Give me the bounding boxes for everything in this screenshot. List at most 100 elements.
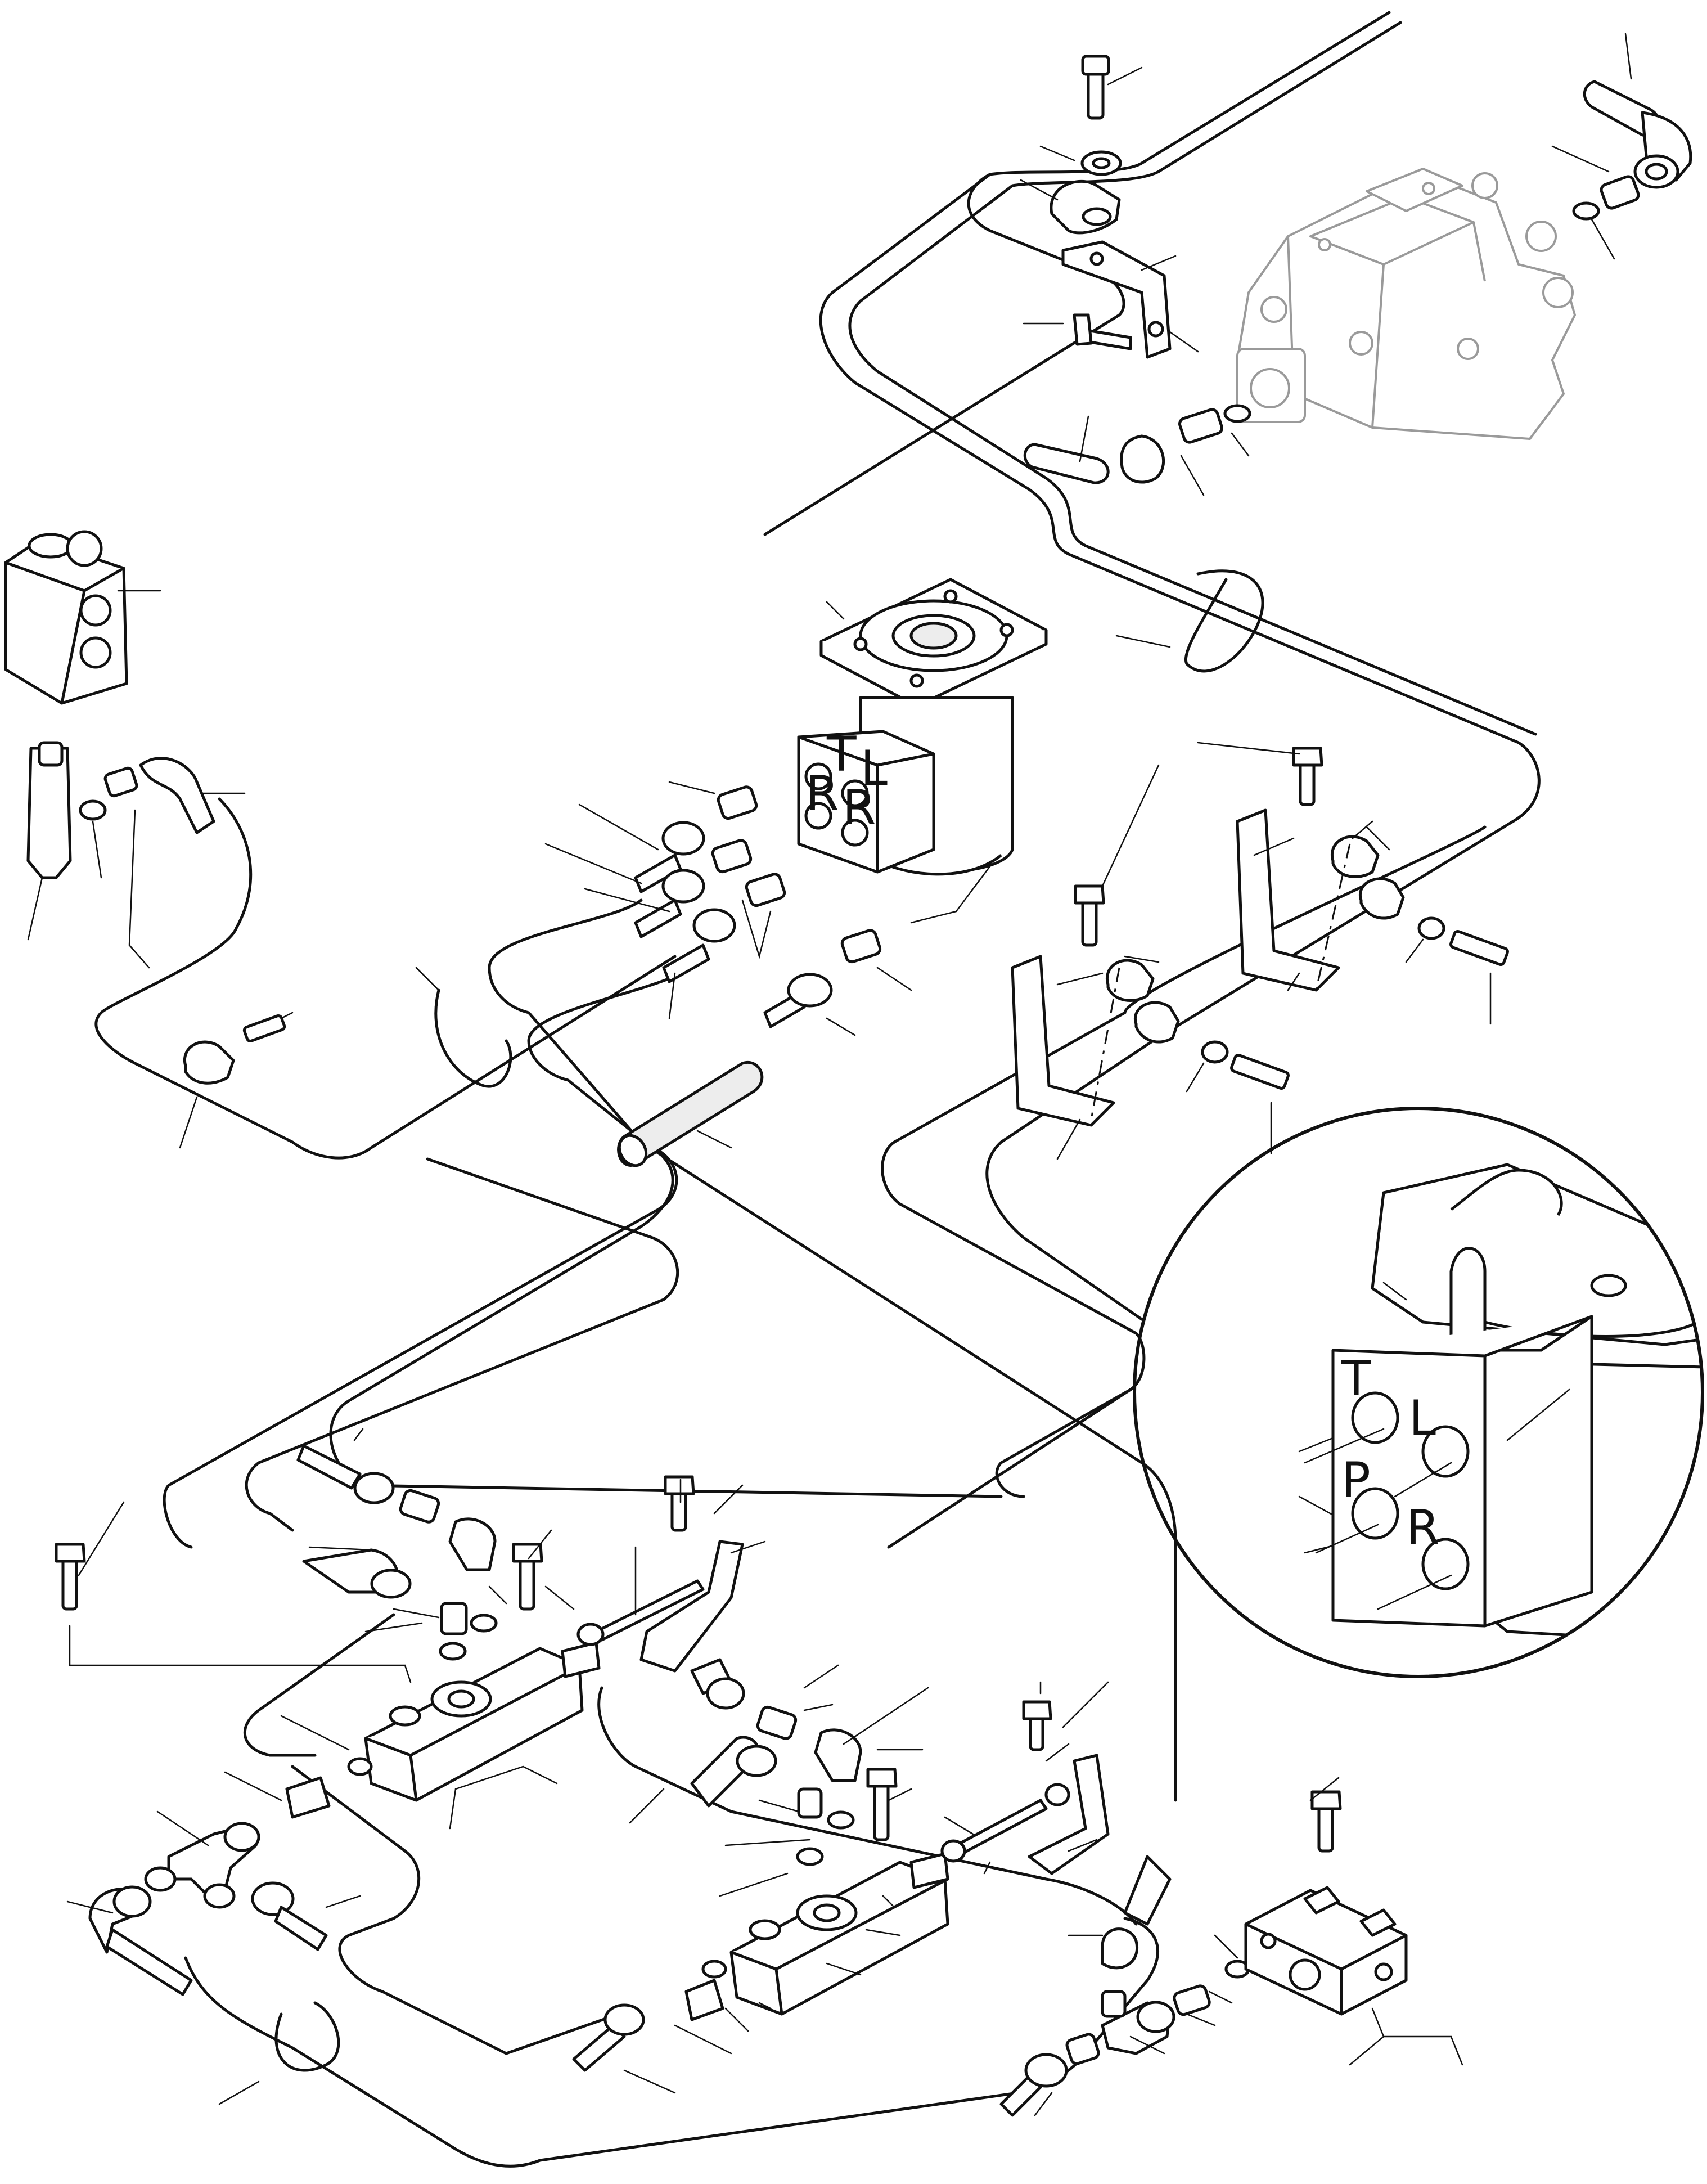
- pipe-clamp: [1105, 959, 1155, 1002]
- detail-port-T: [1351, 1391, 1399, 1444]
- pilot-block-port: [79, 594, 112, 627]
- hose-sleeve: [296, 1444, 362, 1490]
- hose-sleeve: [634, 898, 682, 938]
- lower-left-valve-group: [55, 1444, 744, 1819]
- control-valve-plug: [1471, 172, 1498, 199]
- line-lower-long: [184, 1956, 1087, 2168]
- detail-port-label-T: T: [1341, 1351, 1371, 1407]
- adapter-fitting: [840, 929, 882, 964]
- hex-bolt-head: [1073, 313, 1093, 346]
- angle-bracket: [1011, 955, 1115, 1127]
- hose-sleeve: [662, 943, 710, 983]
- control-valve-bolt-hole: [1422, 182, 1435, 195]
- line-central-c: [245, 1157, 679, 1532]
- lower-right-group: [999, 1790, 1408, 2117]
- split-ring-clip: [434, 988, 512, 1088]
- adapter-fitting: [1065, 2033, 1100, 2065]
- hose-sleeve: [999, 2074, 1042, 2117]
- top-mounting-parts: [1050, 55, 1172, 359]
- control-valve-bolt-hole: [1318, 238, 1331, 251]
- hose-nut: [692, 908, 736, 943]
- hose-nut: [706, 1677, 745, 1710]
- split-ring-clip: [1184, 569, 1264, 673]
- detail-port-label-R: R: [1406, 1500, 1440, 1556]
- lower-center-valve-group: [572, 1658, 1110, 2072]
- valve-block-fitting: [1303, 1886, 1340, 1915]
- valve-plunger: [561, 1641, 601, 1678]
- steering-port-label: R: [805, 766, 839, 822]
- split-ring-clip: [274, 2001, 340, 2072]
- cap-screw-head: [1081, 55, 1110, 76]
- steering-port: [804, 802, 832, 830]
- angle-bracket: [639, 1540, 744, 1673]
- hose-sleeve: [274, 1906, 328, 1951]
- lower-left-tee-group: [88, 1822, 328, 1996]
- hose-nut: [353, 1472, 395, 1504]
- line-central-a: [488, 898, 1177, 1802]
- o-ring: [347, 1757, 373, 1776]
- steering-port-label: L: [861, 740, 888, 797]
- detail-port-R: [1421, 1538, 1470, 1590]
- steering-port-block: [797, 730, 935, 874]
- hex-bolt-head: [1022, 1700, 1052, 1720]
- adapter-fitting: [684, 1979, 724, 2021]
- control-valve-plug: [1542, 277, 1574, 308]
- steering-unit: T L R R: [797, 578, 1048, 876]
- hose-nut: [1136, 2001, 1175, 2033]
- o-ring: [79, 799, 107, 821]
- steering-port: [841, 819, 869, 847]
- detail-port-block: [1331, 1315, 1593, 1628]
- long-bolt: [954, 1799, 1048, 1855]
- swivel-elbow: [814, 1728, 862, 1782]
- o-ring: [1223, 404, 1251, 423]
- control-valve-port: [1349, 331, 1373, 356]
- washer: [1417, 916, 1445, 940]
- hex-bolt-head: [55, 1543, 86, 1563]
- adapter-fitting: [1173, 1984, 1211, 2016]
- line-left-loop: [94, 797, 677, 1160]
- hex-bolt-head: [1074, 884, 1105, 905]
- angle-bracket: [1028, 1754, 1110, 1875]
- line-central-b: [329, 960, 1003, 1498]
- adapter-fitting: [440, 1602, 468, 1635]
- pilot-block-port: [79, 636, 112, 669]
- hex-bolt-head: [1310, 1790, 1342, 1810]
- valve-block-port: [1289, 1958, 1321, 1991]
- left-line-clamp: [183, 1014, 286, 1085]
- pilot-valve-block: [4, 530, 215, 879]
- pipe-clamp: [1330, 835, 1380, 878]
- spline-shaft: [909, 622, 958, 650]
- swivel-elbow: [448, 1517, 497, 1571]
- detail-view-border: [1133, 1107, 1704, 1678]
- cap-screw: [1449, 929, 1509, 967]
- line-mid-far: [995, 1388, 1132, 1498]
- hose-elbow: [139, 757, 215, 834]
- pipe-clamp: [183, 1040, 235, 1085]
- cap-screw: [1230, 1053, 1290, 1090]
- control-valve-plug: [1525, 221, 1557, 252]
- cap-screw: [242, 1014, 286, 1042]
- mounting-bracket: [1061, 240, 1172, 359]
- hose-nut: [736, 1745, 777, 1777]
- control-valve-knob: [1260, 296, 1287, 323]
- line-top-main: [819, 11, 1541, 1321]
- hose-nut: [661, 869, 705, 904]
- hose-nut: [661, 821, 705, 856]
- hose-nut: [1024, 2053, 1068, 2088]
- detail-port-P: [1351, 1487, 1399, 1540]
- pipe-clamp: [1358, 877, 1405, 920]
- detail-port-label-L: L: [1409, 1390, 1436, 1446]
- hex-bolt-head: [866, 1768, 898, 1788]
- hex-bolt-head: [512, 1543, 543, 1563]
- detail-view: T L P R: [1133, 1107, 1704, 1678]
- o-ring: [470, 1614, 498, 1633]
- steering-port-label: R: [843, 780, 876, 836]
- hose-nut: [787, 973, 833, 1008]
- steering-port: [804, 762, 832, 790]
- steering-port: [841, 779, 869, 807]
- hose-nut: [370, 1569, 412, 1599]
- adapter-fitting: [797, 1787, 823, 1819]
- top-right-hose: [1572, 80, 1692, 221]
- line-lower-left: [243, 1613, 395, 1757]
